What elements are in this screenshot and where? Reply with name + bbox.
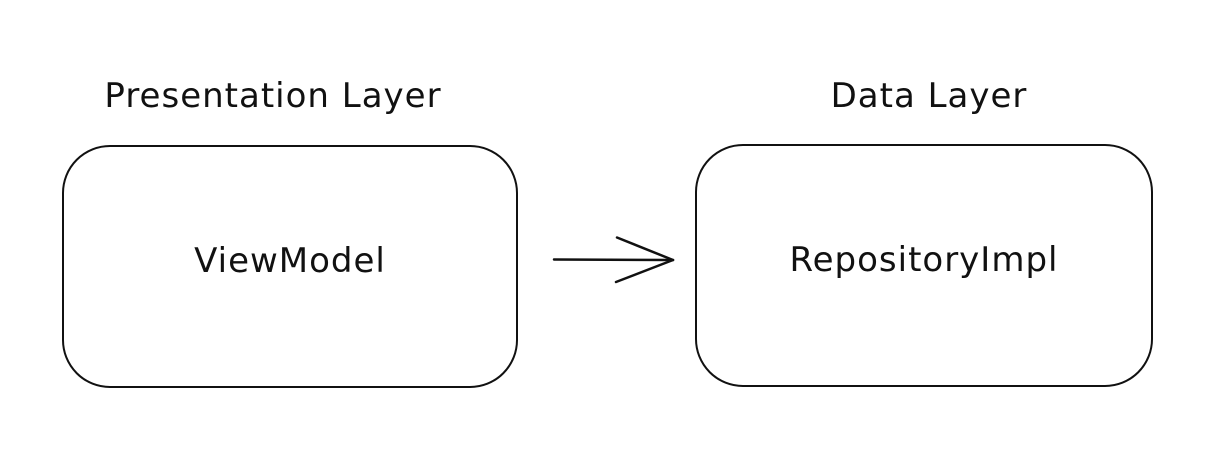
presentation-layer-title: Presentation Layer — [104, 76, 442, 116]
right-arrow-connector-icon — [550, 230, 680, 288]
data-layer-title: Data Layer — [830, 76, 1028, 116]
repositoryimpl-node-label: RepositoryImpl — [789, 239, 1059, 280]
viewmodel-node: ViewModel — [62, 145, 518, 388]
repositoryimpl-node: RepositoryImpl — [695, 144, 1153, 387]
viewmodel-node-label: ViewModel — [194, 240, 386, 281]
